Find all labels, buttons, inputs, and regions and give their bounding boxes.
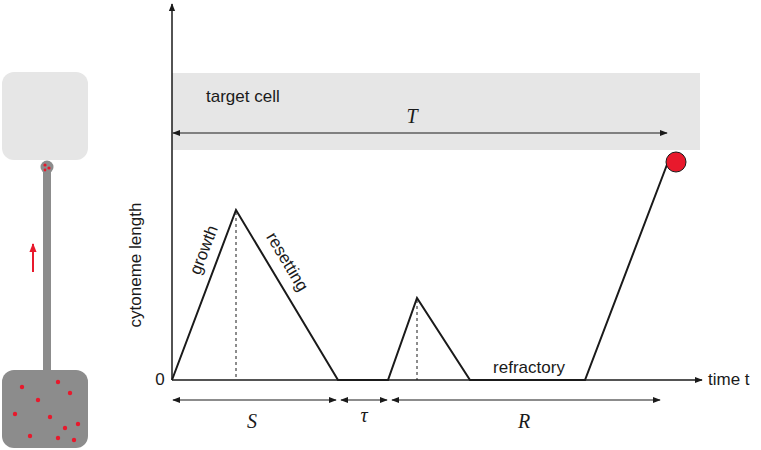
peak-dash (236, 212, 237, 380)
phase-label: growth (186, 223, 223, 278)
x-axis (172, 379, 702, 381)
target-band: target cell (172, 73, 708, 150)
target-band-fill (172, 73, 700, 150)
phase-label: resetting (262, 229, 312, 295)
interval-arrow (173, 132, 667, 133)
axis-origin: 0 (155, 370, 164, 390)
contact-dot (666, 152, 686, 172)
cytoneme-tip (41, 161, 54, 174)
target-cell-shape (2, 72, 88, 160)
transport-arrow (32, 244, 34, 272)
cytoneme-stalk (43, 170, 51, 374)
band-label: target cell (206, 87, 708, 107)
axis-title: time t (708, 370, 750, 390)
axis-title: cytoneme length (126, 203, 146, 328)
length-trajectory (172, 162, 668, 380)
interval-symbol: S (247, 410, 257, 433)
interval-symbol: R (518, 410, 530, 433)
peak-dash (417, 300, 418, 380)
interval-arrow (392, 399, 660, 400)
y-axis (171, 4, 173, 380)
source-cell-shape (2, 370, 88, 448)
interval-symbol: τ (360, 404, 367, 427)
interval-symbol: T (406, 105, 417, 128)
interval-arrow (173, 399, 336, 400)
morphogen-dots (13, 380, 80, 442)
phase-label: refractory (493, 358, 565, 378)
interval-arrow (341, 399, 387, 400)
